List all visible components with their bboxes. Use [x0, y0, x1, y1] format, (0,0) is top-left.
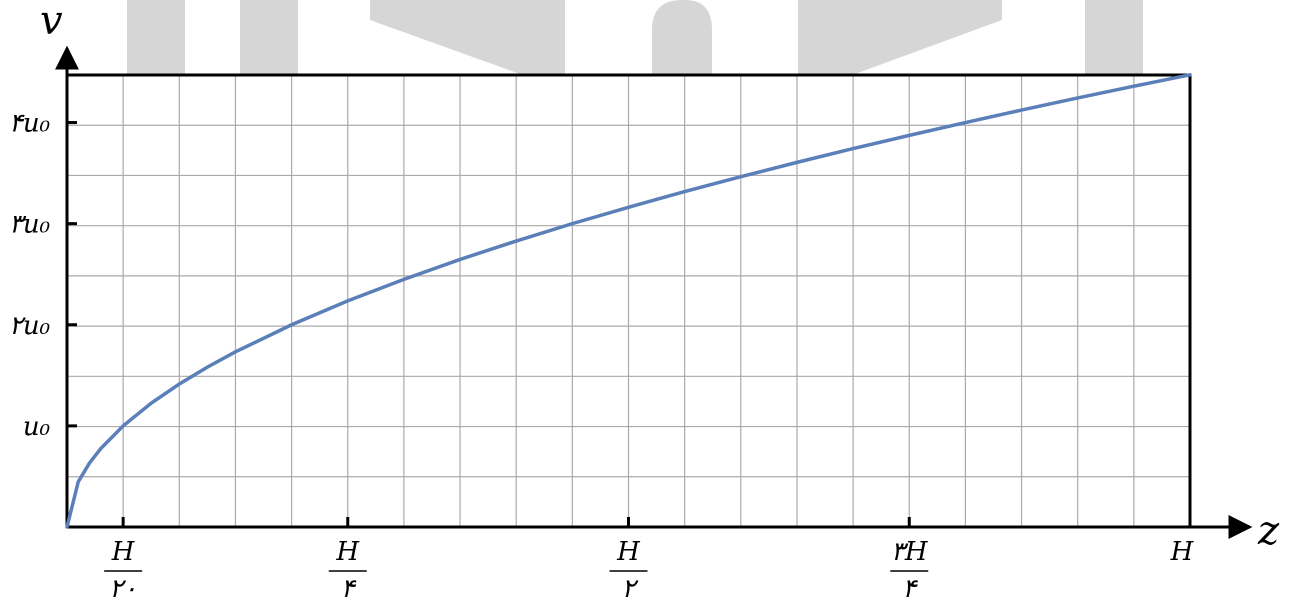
plot-frame [55, 45, 1253, 539]
x-tick-label-denominator: ۴ [902, 574, 918, 602]
watermark-block [127, 0, 185, 74]
x-tick-label-denominator: ۲۰ [109, 574, 137, 602]
series-line [65, 73, 1192, 529]
grid [67, 75, 1190, 527]
x-tick-label-denominator: ۲ [622, 574, 639, 602]
x-tick-label-numerator: ۳H [891, 537, 929, 567]
watermark-block [370, 0, 565, 74]
y-tick-label: ۴u₀ [9, 109, 51, 139]
x-tick-label-numerator: H [335, 537, 360, 567]
x-tick-label-numerator: H [111, 537, 136, 567]
watermark-block [240, 0, 298, 74]
watermark-block [652, 0, 712, 74]
y-axis-label: v [40, 0, 63, 44]
x-axis-label: z [1257, 508, 1280, 554]
y-tick-label: ۳u₀ [9, 210, 51, 240]
ticks: u₀ ۲u₀ ۳u₀ ۴u₀ H ۲۰ H ۴ H ۲ ۳H ۴ H [9, 109, 1195, 602]
watermark-logo [127, 0, 1143, 74]
watermark-block [798, 0, 1002, 74]
y-tick-label: u₀ [23, 412, 51, 442]
x-tick-label-denominator: ۴ [341, 574, 357, 602]
y-tick-label: ۲u₀ [9, 311, 51, 341]
watermark-block [1085, 0, 1143, 74]
x-tick-label: H [1170, 537, 1195, 567]
x-tick-label-numerator: H [616, 537, 641, 567]
